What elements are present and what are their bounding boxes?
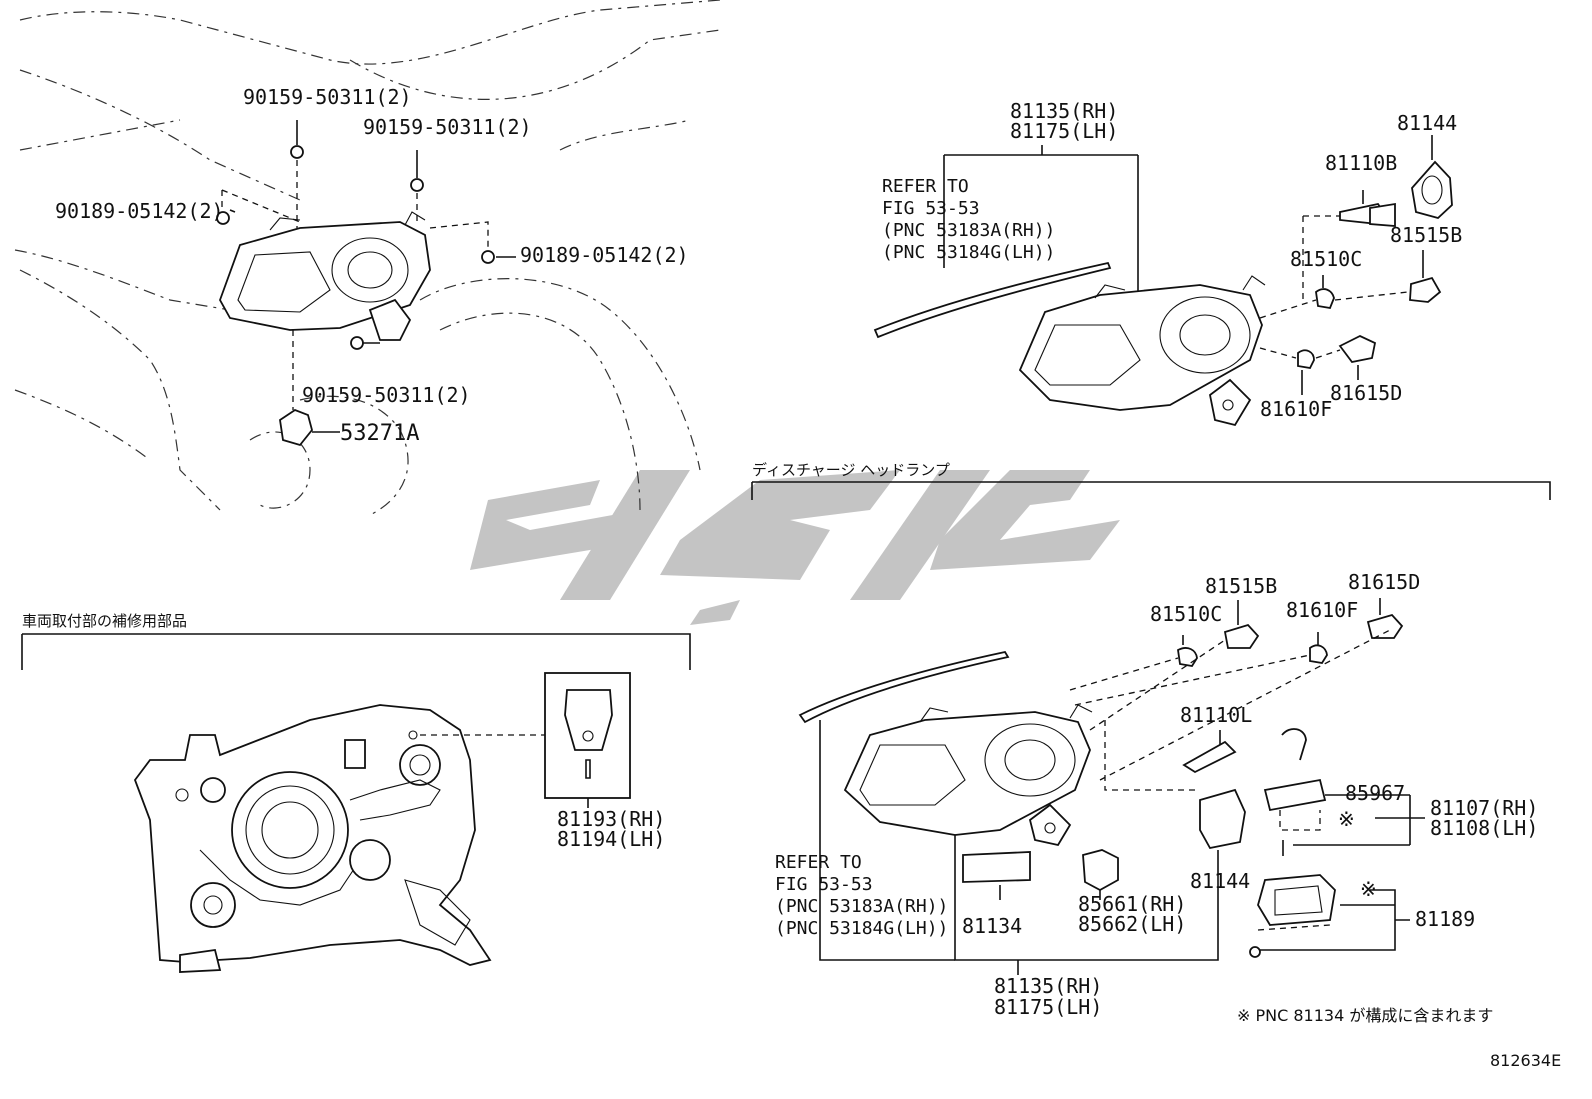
repair-clip-box: [544, 672, 631, 808]
headlamp-rear-view: [133, 704, 560, 973]
part-label-81175-br: 81175(LH): [994, 995, 1102, 1019]
part-label-81108: 81108(LH): [1430, 816, 1538, 840]
pnc-label-2-tr: (PNC 53184G(LH)): [882, 242, 1055, 263]
part-label-85661: 85661(RH): [1078, 892, 1186, 916]
part-label-81135-br: 81135(RH): [994, 974, 1102, 998]
part-label-81610f-tr: 81610F: [1260, 397, 1332, 421]
part-label-81515b-tr: 81515B: [1390, 223, 1462, 247]
part-label-81107: 81107(RH): [1430, 796, 1538, 820]
part-label-85662: 85662(LH): [1078, 912, 1186, 936]
repair-bracket: [21, 633, 691, 670]
part-label-81135-tr: 81135(RH): [1010, 99, 1118, 123]
part-label-81510c-br: 81510C: [1150, 602, 1222, 626]
headlamp-assembly-topright: [873, 135, 1453, 427]
car-front-outline: [14, 0, 721, 516]
part-label-81144-br: 81144: [1190, 869, 1250, 893]
part-label-90189-a: 90189-05142(2): [55, 199, 224, 223]
part-label-81189: 81189: [1415, 907, 1475, 931]
part-label-90159-c: 90159-50311(2): [302, 383, 471, 407]
part-label-81193: 81193(RH): [557, 807, 665, 831]
part-label-81194: 81194(LH): [557, 827, 665, 851]
fig-label-br: FIG 53-53: [775, 874, 873, 895]
footnote-text: ※ PNC 81134 が構成に含まれます: [1237, 1006, 1493, 1025]
fig-label-tr: FIG 53-53: [882, 198, 980, 219]
pnc-label-1-tr: (PNC 53183A(RH)): [882, 220, 1055, 241]
headlamp-assembly-topleft: [216, 120, 495, 447]
note-mark-81189: ※: [1360, 877, 1377, 901]
pnc-label-1-br: (PNC 53183A(RH)): [775, 896, 948, 917]
part-label-81510c-tr: 81510C: [1290, 247, 1362, 271]
pnc-label-2-br: (PNC 53184G(LH)): [775, 918, 948, 939]
part-label-81615d-tr: 81615D: [1330, 381, 1402, 405]
part-label-81175-tr: 81175(LH): [1010, 119, 1118, 143]
part-label-81144-tr: 81144: [1397, 111, 1457, 135]
part-label-81515b-br: 81515B: [1205, 574, 1277, 598]
part-label-90159-a: 90159-50311(2): [243, 85, 412, 109]
refer-to-label-br: REFER TO: [775, 852, 862, 873]
part-label-81615d-br: 81615D: [1348, 570, 1420, 594]
discharge-bracket: [751, 481, 1551, 500]
repair-parts-heading: 車両取付部の補修用部品: [22, 612, 187, 630]
part-label-90189-b: 90189-05142(2): [520, 243, 689, 267]
part-label-81134: 81134: [962, 914, 1022, 938]
refer-to-label-tr: REFER TO: [882, 176, 969, 197]
diagram-code: 812634E: [1490, 1051, 1561, 1070]
part-label-85967: 85967: [1345, 781, 1405, 805]
discharge-headlamp-assembly: [798, 598, 1425, 975]
part-label-81110l: 81110L: [1180, 703, 1252, 727]
watermark-logo: [470, 470, 1120, 625]
note-mark-81107: ※: [1338, 807, 1355, 831]
part-label-81110b: 81110B: [1325, 151, 1397, 175]
discharge-headlamp-heading: ディスチャージ ヘッドランプ: [752, 461, 950, 479]
part-label-90159-b: 90159-50311(2): [363, 115, 532, 139]
part-label-53271a: 53271A: [340, 421, 419, 446]
part-label-81610f-br: 81610F: [1286, 598, 1358, 622]
